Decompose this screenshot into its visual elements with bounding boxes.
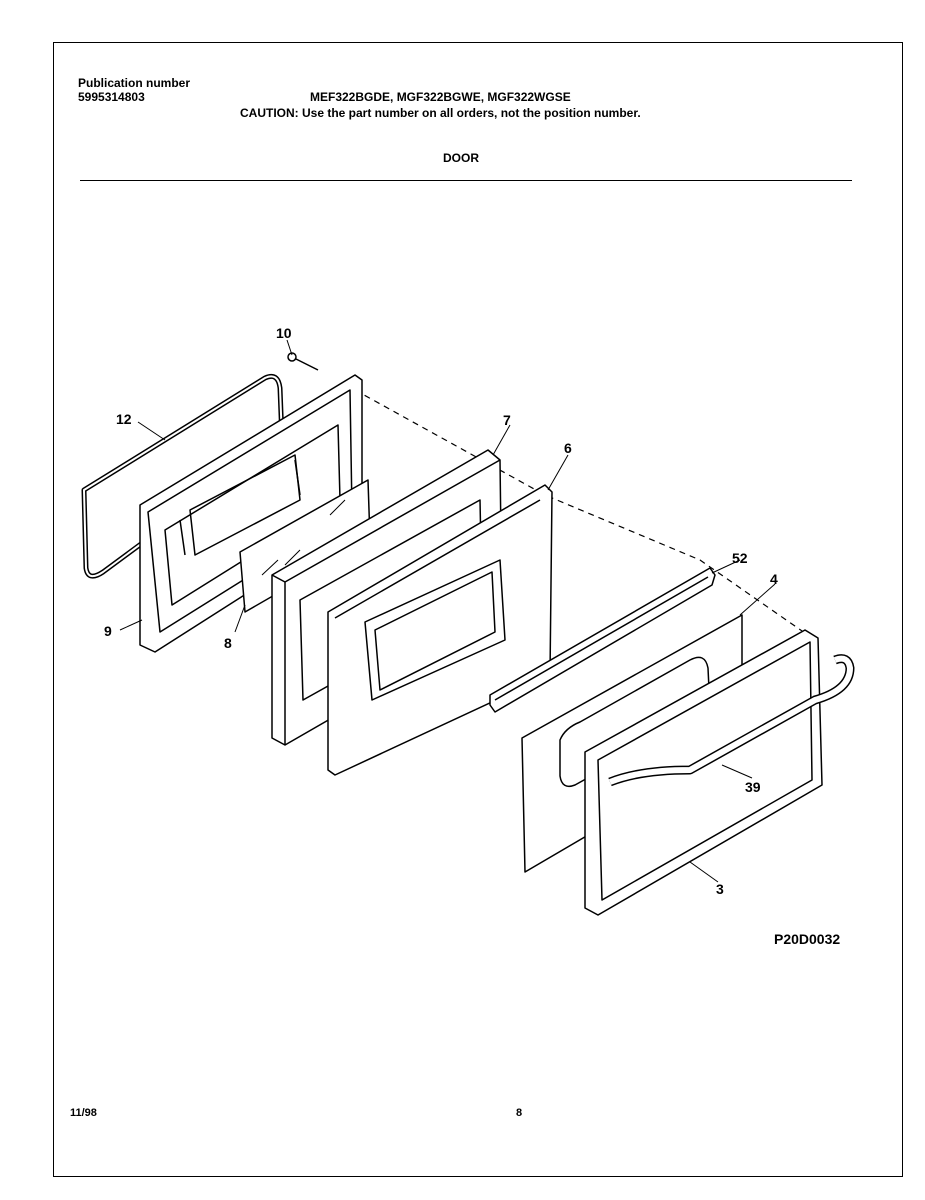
caution-note: CAUTION: Use the part number on all orde… [240,106,641,120]
figure-id: P20D0032 [774,931,841,947]
callout-4: 4 [770,571,778,587]
section-title: DOOR [443,151,479,165]
callout-8: 8 [224,635,232,651]
page-border [53,42,903,1177]
footer-date: 11/98 [70,1107,97,1119]
model-numbers: MEF322BGDE, MGF322BGWE, MGF322WGSE [310,90,571,104]
part-trim-strip [489,567,716,713]
part-outer-door-frame [584,629,823,916]
header-rule [80,180,852,181]
page-number: 8 [516,1107,523,1119]
callout-12: 12 [116,411,132,427]
callout-39: 39 [745,779,761,795]
callout-10: 10 [276,325,292,341]
publication-number: 5995314803 [78,90,145,104]
part-door-liner [139,374,363,653]
part-screw [287,352,319,371]
callout-7: 7 [503,412,511,428]
callout-9: 9 [104,623,112,639]
callout-leaders [119,339,776,883]
callout-52: 52 [732,550,748,566]
publication-label: Publication number [78,76,191,90]
part-door-handle [608,654,855,787]
callout-6: 6 [564,440,572,456]
callout-3: 3 [716,881,724,897]
